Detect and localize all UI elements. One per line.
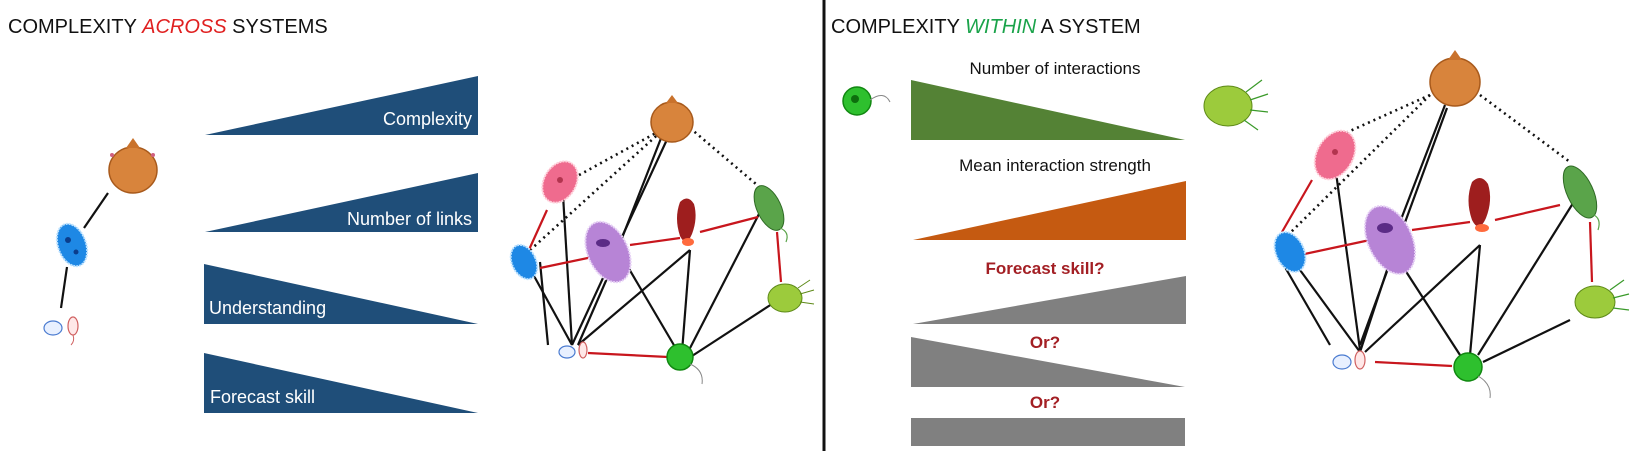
small-protist-pair-icon <box>558 341 588 359</box>
label-or-first: Or? <box>1030 333 1060 352</box>
wedge-forecast-skill <box>204 353 478 413</box>
orange-ciliate-icon <box>650 95 694 143</box>
small-protist-pair-icon <box>43 316 79 346</box>
wedge-label-number-of-links: Number of links <box>347 209 472 229</box>
pink-ciliate-icon <box>1313 129 1357 181</box>
right-panel-title: COMPLEXITY WITHIN A SYSTEM <box>831 16 1141 38</box>
wedge-mean-interaction-strength <box>913 181 1186 240</box>
wedge-forecast-skill-decreasing <box>911 337 1185 387</box>
blue-paramecium-icon <box>1273 231 1307 273</box>
purple-amoeba-icon <box>1363 205 1417 275</box>
bar-forecast-skill-constant <box>911 418 1185 446</box>
green-hypotrich-icon <box>1203 79 1269 131</box>
small-protist-pair-icon <box>1332 350 1366 370</box>
wedge-number-of-links <box>205 173 478 232</box>
orange-ciliate-icon <box>108 138 158 194</box>
blue-paramecium-icon <box>55 222 89 268</box>
right-food-web <box>1273 50 1630 399</box>
label-or-second: Or? <box>1030 393 1060 412</box>
red-rotifer-icon <box>677 198 696 246</box>
left-panel-title: COMPLEXITY ACROSS SYSTEMS <box>8 16 328 38</box>
wedge-forecast-skill-increasing <box>913 276 1186 324</box>
green-euglena-icon <box>1562 165 1600 231</box>
label-forecast-skill-question: Forecast skill? <box>985 259 1104 278</box>
wedge-label-forecast-skill: Forecast skill <box>210 387 315 407</box>
blue-paramecium-icon <box>509 243 539 281</box>
label-mean-interaction-strength: Mean interaction strength <box>959 156 1151 175</box>
green-hypotrich-icon <box>1574 279 1630 319</box>
wedge-understanding <box>204 264 478 324</box>
green-chlorella-icon <box>666 343 703 385</box>
simple-food-chain <box>43 138 158 346</box>
pink-ciliate-icon <box>541 160 579 204</box>
red-rotifer-icon <box>1468 177 1491 232</box>
left-food-web <box>509 95 815 385</box>
label-number-of-interactions: Number of interactions <box>969 59 1140 78</box>
wedge-label-understanding: Understanding <box>209 298 326 318</box>
wedge-label-complexity: Complexity <box>383 109 472 129</box>
green-chlorella-icon <box>1453 352 1491 399</box>
green-chlorella-icon <box>842 86 891 116</box>
purple-amoeba-icon <box>584 220 632 284</box>
wedge-number-of-interactions <box>911 80 1185 140</box>
wedge-complexity <box>205 76 478 135</box>
orange-ciliate-icon <box>1429 50 1481 107</box>
green-euglena-icon <box>753 185 788 243</box>
green-hypotrich-icon <box>767 279 815 313</box>
